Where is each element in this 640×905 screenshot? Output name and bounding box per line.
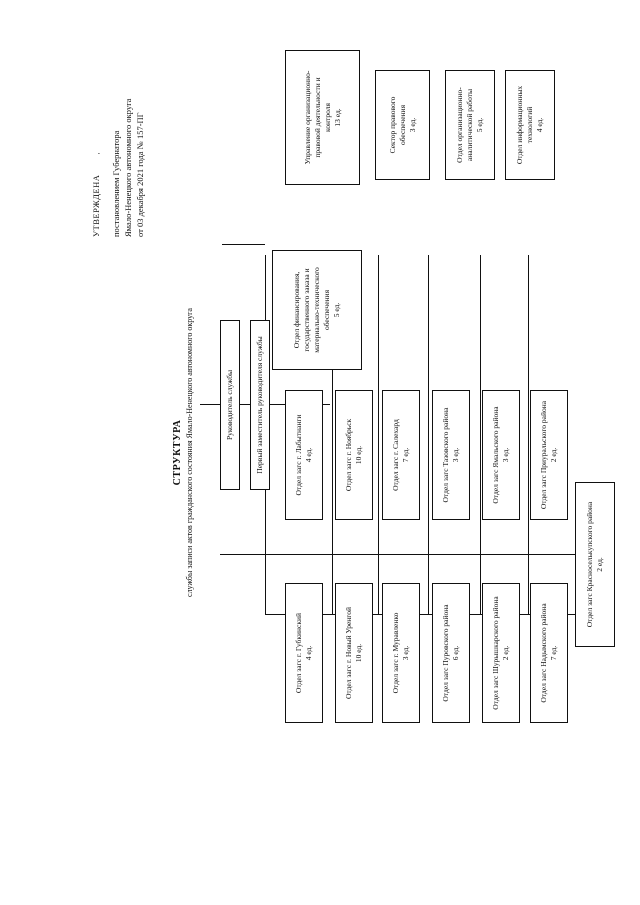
approval-title: УТВЕРЖДЕНА [91,174,101,237]
connector-line [428,255,429,615]
connector-line [222,244,265,245]
box-management-org-legal: Управление организационно- правовой деят… [285,50,360,185]
connector-line [480,255,481,615]
structure-subtitle: службы записи актов гражданского состоян… [185,308,194,597]
box-analytic-dept: Отдел организационно- аналитической рабо… [445,70,495,180]
box-zags-priuralsky: Отдел загс Приуральского района 2 ед. [530,390,568,520]
box-zags-yamalsky: Отдел загс Ямальского района 3 ед. [482,390,520,520]
connector-line [378,255,379,615]
box-zags-shuryshkarsky: Отдел загс Шурышкарского района 2 ед. [482,583,520,723]
structure-title: СТРУКТУРА [172,419,183,486]
approval-line-1: постановлением Губернатора [111,130,121,237]
box-zags-tazovsky: Отдел загс Тазовского района 3 ед. [432,390,470,520]
approval-line-3: от 03 декабря 2021 года № 157-ПГ [135,112,145,237]
connector-line [220,554,580,555]
approval-block: УТВЕРЖДЕНА постановлением Губернатора Ям… [90,99,146,237]
box-first-deputy: Первый заместитель руководителя службы [250,320,270,490]
box-zags-gubkinsky: Отдел загс г. Губкинский 4 ед. [285,583,323,723]
box-zags-purovsky: Отдел загс Пуровского района 6 ед. [432,583,470,723]
connector-line [528,255,529,615]
box-zags-novy-urengoy: Отдел загс г. Новый Уренгой 10 ед. [335,583,373,723]
box-zags-nadymsky: Отдел загс Надымского района 7 ед. [530,583,568,723]
box-finance-dept: Отдел финансирования, государственного з… [272,250,362,370]
approval-line-2: Ямало-Ненецкого автономного округа [123,98,133,237]
box-head-of-service: Руководитель службы [220,320,240,490]
approval-mark: · [94,152,104,155]
box-it-dept: Отдел информационных технологий 4 ед. [505,70,555,180]
box-zags-muravlenko: Отдел загс г. Муравленко 3 ед. [382,583,420,723]
box-zags-salekhard: Отдел загс г. Салехард 7 ед. [382,390,420,520]
box-zags-noyabrsk: Отдел загс г. Ноябрьск 10 ед. [335,390,373,520]
box-legal-sector: Сектор правового обеспечения 3 ед. [375,70,430,180]
box-zags-krasnoselkupsky: Отдел загс Красноселькупского района 2 е… [575,482,615,647]
box-zags-labytnangi: Отдел загс г. Лабытнанги 4 ед. [285,390,323,520]
